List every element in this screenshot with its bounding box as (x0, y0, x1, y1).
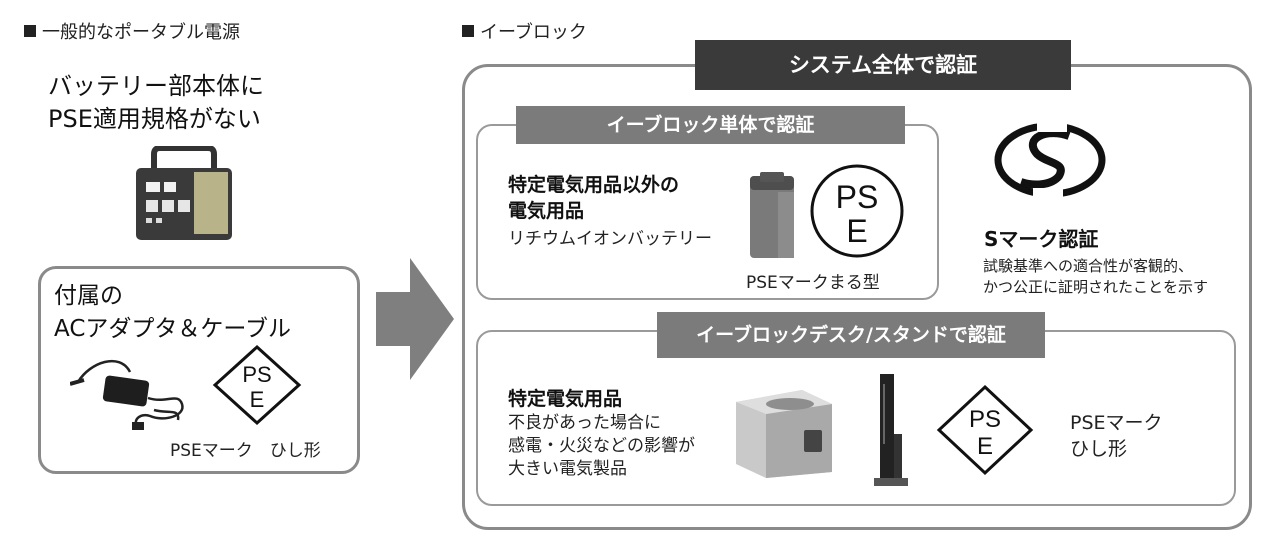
desk-title: 特定電気用品 (508, 388, 623, 410)
system-tag: システム全体で認証 (695, 40, 1071, 90)
pse-diamond-mark-icon: PS E (212, 344, 302, 426)
s-mark-title: Sマーク認証 (984, 227, 1099, 251)
svg-text:E: E (250, 387, 265, 412)
unit-subtitle: リチウムイオンバッテリー (508, 229, 712, 249)
left-title: バッテリー部本体に PSE適用規格がない (48, 72, 264, 133)
accessory-box (38, 266, 360, 474)
right-heading: イーブロック (462, 18, 587, 44)
svg-text:PS: PS (836, 179, 879, 215)
unit-title: 特定電気用品以外の 電気用品 (508, 174, 680, 222)
ac-adapter-icon (70, 352, 190, 434)
pse-round-mark-icon: PS E (808, 162, 906, 260)
battery-unit-icon (748, 170, 796, 260)
svg-text:E: E (846, 213, 867, 249)
unit-caption: PSEマークまる型 (746, 273, 880, 293)
svg-text:PS: PS (242, 362, 271, 387)
square-bullet-icon (462, 25, 474, 37)
desk-dock-icon (732, 384, 836, 480)
portable-power-station-icon (132, 146, 236, 246)
s-mark-icon (993, 120, 1107, 200)
s-mark-description: 試験基準への適合性が客観的、 かつ公正に証明されたことを示す (983, 257, 1209, 296)
accessory-title: 付属の ACアダプタ＆ケーブル (54, 283, 292, 342)
unit-tag: イーブロック単体で認証 (516, 106, 905, 144)
desk-tag: イーブロックデスク/スタンドで認証 (657, 312, 1045, 358)
left-heading: 一般的なポータブル電源 (24, 18, 240, 44)
arrow-right-icon (376, 258, 454, 380)
pse-diamond-mark-icon: PS E (936, 384, 1034, 476)
svg-text:PS: PS (969, 406, 1001, 433)
desk-caption: PSEマーク ひし形 (1070, 412, 1163, 460)
stand-icon (874, 372, 910, 492)
desk-description: 不良があった場合に 感電・火災などの影響が 大きい電気製品 (508, 413, 695, 479)
svg-text:E: E (977, 433, 993, 460)
square-bullet-icon (24, 25, 36, 37)
accessory-caption: PSEマーク ひし形 (170, 441, 321, 461)
